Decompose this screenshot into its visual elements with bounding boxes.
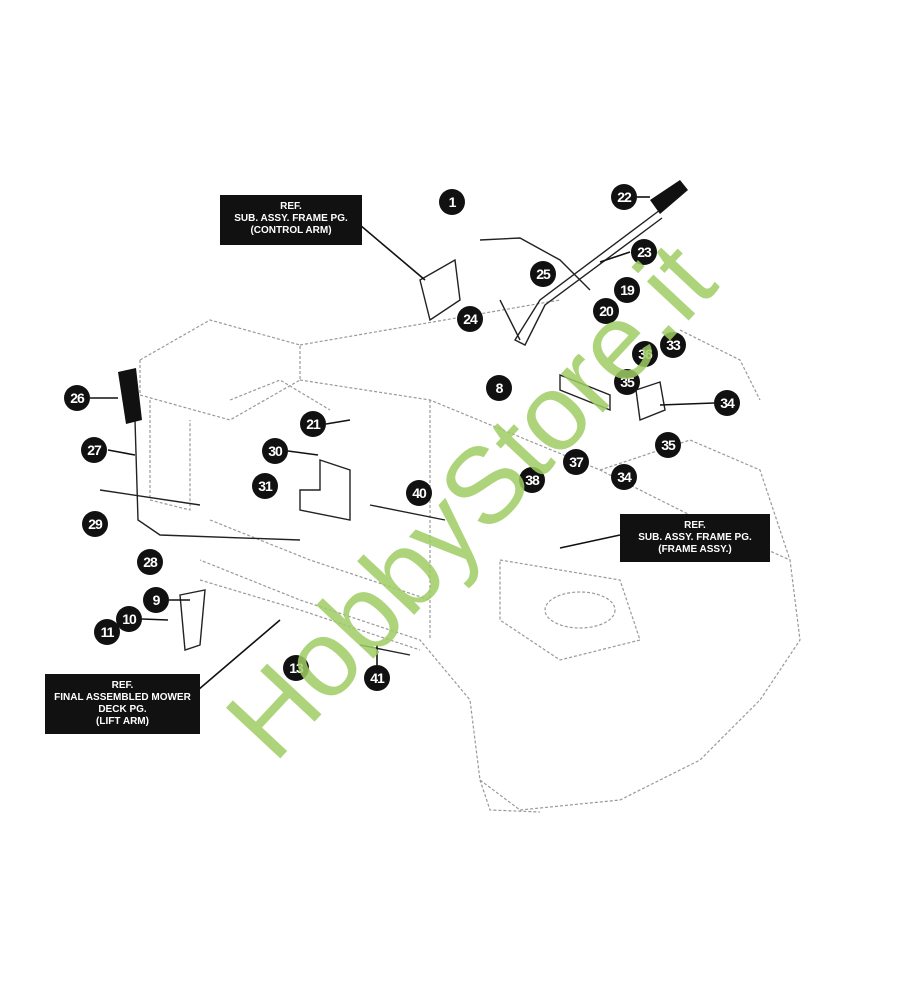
- callout-29: 29: [82, 511, 108, 537]
- callout-23: 23: [631, 239, 657, 265]
- callout-25: 25: [530, 261, 556, 287]
- ref-line: REF.: [280, 201, 302, 212]
- callout-38: 38: [519, 467, 545, 493]
- ref-line: SUB. ASSY. FRAME PG.: [234, 213, 348, 224]
- callout-20: 20: [593, 298, 619, 324]
- callout-35: 35: [614, 369, 640, 395]
- ref-line: REF.: [111, 680, 134, 691]
- callout-36: 36: [632, 341, 658, 367]
- callout-34: 34: [714, 390, 740, 416]
- callout-1: 1: [439, 189, 465, 215]
- callout-11: 11: [94, 619, 120, 645]
- ref-line: (LIFT ARM): [96, 716, 149, 727]
- callout-40: 40: [406, 480, 432, 506]
- callout-22: 22: [611, 184, 637, 210]
- ref-box-lift-arm: REF. FINAL ASSEMBLED MOWER DECK PG. (LIF…: [45, 674, 200, 734]
- callout-13: 13: [283, 655, 309, 681]
- ref-line: SUB. ASSY. FRAME PG.: [638, 532, 752, 543]
- callout-10: 10: [116, 606, 142, 632]
- ref-line: DECK PG.: [98, 704, 147, 715]
- ref-line: (CONTROL ARM): [250, 225, 332, 236]
- callout-27: 27: [81, 437, 107, 463]
- callout-41: 41: [364, 665, 390, 691]
- callout-28: 28: [137, 549, 163, 575]
- callout-33: 33: [660, 332, 686, 358]
- callout-26: 26: [64, 385, 90, 411]
- callout-35-lower: 35: [655, 432, 681, 458]
- ref-line: REF.: [684, 520, 706, 531]
- callout-37: 37: [563, 449, 589, 475]
- callout-30: 30: [262, 438, 288, 464]
- ref-box-control-arm: REF. SUB. ASSY. FRAME PG. (CONTROL ARM): [220, 195, 362, 245]
- ref-line: (FRAME ASSY.): [658, 544, 732, 555]
- callout-8: 8: [486, 375, 512, 401]
- callout-31: 31: [252, 473, 278, 499]
- callout-24: 24: [457, 306, 483, 332]
- callout-19: 19: [614, 277, 640, 303]
- ref-box-frame-assy: REF. SUB. ASSY. FRAME PG. (FRAME ASSY.): [620, 514, 770, 562]
- callout-34-lower: 34: [611, 464, 637, 490]
- callout-9: 9: [143, 587, 169, 613]
- ref-line: FINAL ASSEMBLED MOWER: [54, 692, 191, 703]
- callout-21: 21: [300, 411, 326, 437]
